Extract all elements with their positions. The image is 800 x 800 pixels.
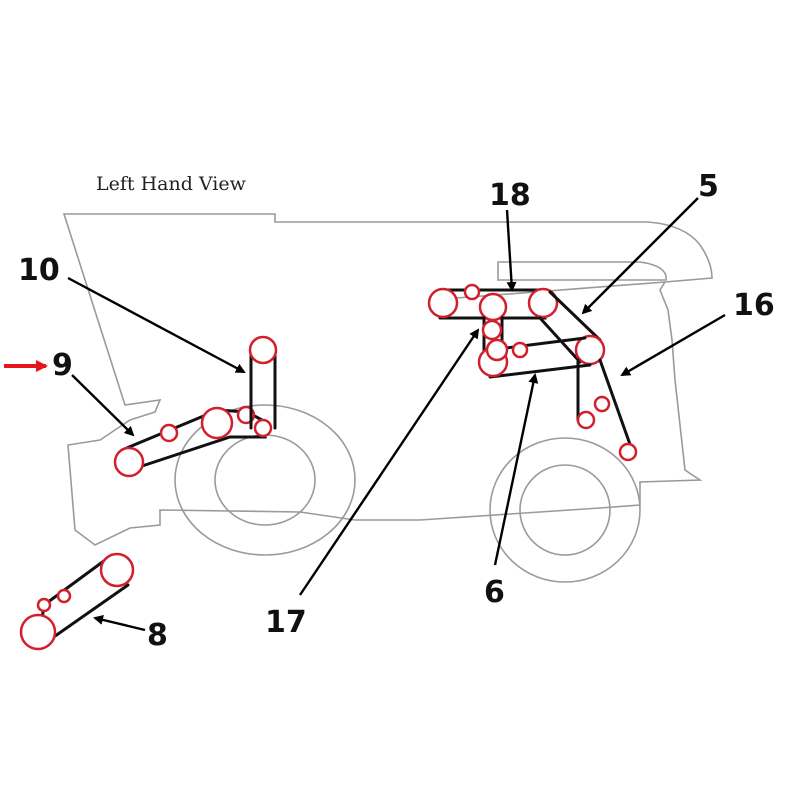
belt-9-pulley-c	[200, 406, 234, 440]
belt-18-pulley-c	[478, 292, 508, 322]
leader-16	[620, 313, 726, 377]
callout-6: 6	[484, 575, 505, 610]
belt-9-pulley-b	[159, 423, 179, 443]
leader-6	[493, 373, 539, 566]
belt-10-pulley-top	[248, 335, 278, 365]
leader-10	[67, 276, 246, 374]
belt-8-pulley-small-b	[56, 588, 72, 604]
callout-8: 8	[147, 618, 168, 653]
callout-labels: 10 9 8 18 5 16 17 6	[18, 169, 775, 653]
rear-rim	[519, 464, 611, 556]
callout-18: 18	[489, 178, 531, 213]
belt-16-pulley-c	[618, 442, 638, 462]
callout-17: 17	[265, 605, 307, 640]
front-tire	[174, 404, 356, 556]
grain-tank-lid	[497, 261, 667, 281]
belt-17-pulley	[481, 319, 503, 341]
leader-8	[93, 615, 146, 632]
belt-8-pulley-small-a	[36, 597, 52, 613]
belt-8-pulley-large	[19, 613, 57, 651]
belt-16-pulley-b	[593, 395, 611, 413]
belt-9-pulley-e	[253, 418, 273, 438]
leader-9	[71, 374, 135, 437]
belt-10	[248, 335, 278, 430]
callout-9: 9	[52, 348, 73, 383]
belt-18-pulley-a	[427, 287, 459, 319]
belt-16-line	[576, 358, 634, 452]
rear-wheel	[489, 437, 641, 583]
combine-outline	[62, 213, 713, 546]
belt-6	[477, 336, 592, 379]
belt-18-pulley-b	[463, 283, 481, 301]
belt-16-pulley-a	[576, 410, 596, 430]
leader-17	[299, 328, 480, 596]
belt-18-pulley-d	[527, 287, 559, 319]
belt-6-pulley-b	[485, 338, 509, 362]
leader-5	[581, 197, 699, 315]
belt-8	[19, 552, 135, 651]
combine-body-outline	[62, 213, 713, 546]
view-title: Left Hand View	[96, 173, 247, 195]
belt-18	[427, 283, 559, 322]
belt-16	[576, 358, 638, 462]
belt-9	[113, 405, 273, 478]
callout-16: 16	[733, 288, 775, 323]
belt-6-pulley-c	[511, 341, 529, 359]
belt-10-line	[249, 350, 277, 430]
belt-8-pulley-top	[99, 552, 135, 588]
callout-5: 5	[698, 169, 719, 204]
callout-leaders	[4, 197, 726, 632]
leader-18	[505, 209, 517, 292]
callout-10: 10	[18, 253, 60, 288]
belt-9-pulley-a	[113, 446, 145, 478]
rear-tire	[489, 437, 641, 583]
